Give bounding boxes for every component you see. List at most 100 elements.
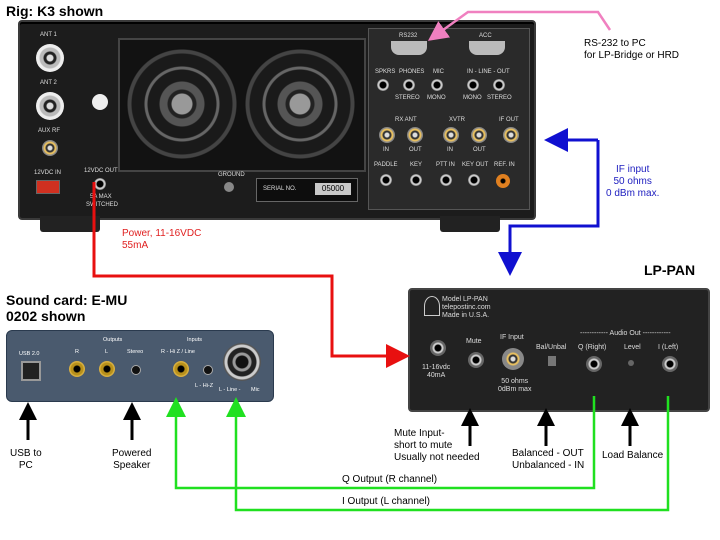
rs232-note-line1: RS-232 to PC bbox=[584, 38, 646, 49]
speaker-note-line2: Speaker bbox=[113, 460, 151, 471]
fan-right bbox=[244, 48, 356, 160]
balanced-note-line1: Balanced - OUT bbox=[512, 448, 584, 459]
line-out-jack bbox=[493, 79, 505, 91]
q-output-line bbox=[166, 396, 596, 490]
power-line bbox=[92, 182, 410, 368]
acc-port bbox=[469, 41, 505, 55]
balanced-note: Balanced - OUT Unbalanced - IN bbox=[512, 448, 584, 472]
emu-outputs-label: Outputs bbox=[103, 337, 123, 343]
lppan-i-jack bbox=[662, 356, 678, 372]
dcout-note1: 5A MAX bbox=[90, 194, 112, 200]
lppan-i-label: I (Left) bbox=[658, 344, 679, 351]
mute-note-line1: Mute Input- bbox=[394, 428, 445, 439]
lppan-dc-voltage: 11-16vdc bbox=[422, 364, 451, 371]
q-output-note: Q Output (R channel) bbox=[342, 474, 438, 485]
key-label: KEY bbox=[410, 162, 423, 168]
if-input-note: IF input 50 ohms 0 dBm max. bbox=[606, 164, 659, 200]
ifout-bnc bbox=[503, 127, 519, 143]
key-jack bbox=[410, 174, 422, 186]
emu-r-in-jack bbox=[173, 361, 189, 377]
lppan-if-ohms: 50 ohms bbox=[501, 378, 529, 385]
usb-note: USB to PC bbox=[10, 448, 42, 472]
if-line-down bbox=[498, 140, 600, 276]
mic-jack bbox=[431, 79, 443, 91]
emu-r-in-label: R - Hi Z / Line bbox=[161, 349, 195, 355]
dcout-note2: SWITCHED bbox=[86, 202, 118, 208]
emu-stereo-jack bbox=[131, 365, 141, 375]
auxrf-connector bbox=[42, 140, 58, 156]
rig-title: Rig: K3 shown bbox=[6, 3, 104, 19]
xvtr-label: XVTR bbox=[449, 117, 466, 123]
rs232-port bbox=[391, 41, 427, 55]
xvtr-in-bnc bbox=[443, 127, 459, 143]
lppan-level-label: Level bbox=[624, 344, 641, 351]
phones-jack bbox=[403, 79, 415, 91]
rxant-label: RX ANT bbox=[395, 117, 417, 123]
xv-in-label: IN bbox=[447, 147, 453, 153]
ant1-connector bbox=[36, 44, 64, 72]
emu-l-line-label: L - Line - bbox=[219, 387, 241, 393]
refin-label: REF. IN bbox=[494, 162, 515, 168]
dcin-connector bbox=[36, 180, 60, 194]
rx-out-label: OUT bbox=[409, 147, 422, 153]
emu-l-label: L bbox=[105, 349, 109, 355]
lppan-if-dbm: 0dBm max bbox=[498, 386, 532, 393]
rs232-label: RS232 bbox=[399, 33, 418, 39]
serial-label: SERIAL NO. bbox=[263, 186, 297, 192]
dcin-label: 12VDC IN bbox=[34, 170, 62, 176]
dcout-label: 12VDC OUT bbox=[84, 168, 118, 174]
ant2-label: ANT 2 bbox=[40, 80, 57, 86]
power-note-line2: 55mA bbox=[122, 240, 149, 251]
soundcard-title: Sound card: E-MU 0202 shown bbox=[6, 292, 127, 324]
load-balance-note: Load Balance bbox=[602, 450, 664, 461]
i-output-note: I Output (L channel) bbox=[342, 496, 431, 507]
lppan-dc-label: 11-16vdc 40mA bbox=[422, 364, 450, 380]
usb-note-line2: PC bbox=[18, 460, 33, 471]
rxant-in-bnc bbox=[379, 127, 395, 143]
lppan-brand-made: Made in U.S.A. bbox=[442, 312, 490, 319]
lppan-balunbal-switch bbox=[548, 356, 556, 366]
if-note-line2: 50 ohms bbox=[613, 176, 652, 187]
stereo-label: STEREO bbox=[395, 95, 420, 101]
emu-l-out-jack bbox=[99, 361, 115, 377]
lppan-if-label: IF Input bbox=[500, 334, 524, 341]
mute-note-line3: Usually not needed bbox=[394, 452, 480, 463]
if-note-line1: IF input bbox=[616, 164, 650, 175]
serial-plate: SERIAL NO. 05000 bbox=[256, 178, 358, 202]
rs232-line bbox=[427, 10, 612, 41]
lppan-level-pot bbox=[628, 360, 634, 366]
lppan-panel: Model LP-PAN telepostinc.com Made in U.S… bbox=[408, 288, 710, 412]
ground-label: GROUND bbox=[218, 172, 245, 178]
emu-small-jack bbox=[203, 365, 213, 375]
power-note: Power, 11-16VDC 55mA bbox=[122, 228, 201, 252]
serial-value: 05000 bbox=[315, 183, 351, 195]
ground-post bbox=[224, 182, 234, 192]
refin-connector bbox=[496, 174, 510, 188]
rxant-out-bnc bbox=[407, 127, 423, 143]
rig-foot-right bbox=[440, 216, 500, 232]
ifout-label: IF OUT bbox=[499, 117, 519, 123]
emu-usb-label: USB 2.0 bbox=[19, 351, 40, 357]
rx-in-label: IN bbox=[383, 147, 389, 153]
emu-xlr-combo bbox=[223, 343, 261, 381]
lppan-if-spec: 50 ohms 0dBm max bbox=[498, 378, 531, 394]
lppan-if-bnc bbox=[502, 348, 524, 370]
lppan-brand-url: telepostinc.com bbox=[442, 304, 491, 311]
lppan-mute-jack bbox=[468, 352, 484, 368]
acc-label: ACC bbox=[479, 33, 492, 39]
rs232-note: RS-232 to PC for LP-Bridge or HRD bbox=[584, 38, 679, 62]
lppan-dc-jack bbox=[430, 340, 446, 356]
usb-note-line1: USB to bbox=[10, 448, 42, 459]
lppan-title: LP-PAN bbox=[644, 262, 696, 278]
lppan-q-jack bbox=[586, 356, 602, 372]
lppan-dc-current: 40mA bbox=[426, 372, 446, 379]
lppan-mute-label: Mute bbox=[466, 338, 482, 345]
soundcard-title-line1: Sound card: E-MU bbox=[6, 292, 128, 308]
paddle-jack bbox=[380, 174, 392, 186]
lppan-q-label: Q (Right) bbox=[578, 344, 607, 351]
xv-out-label: OUT bbox=[473, 147, 486, 153]
emu-l-in-label: L - Hi-Z bbox=[195, 383, 214, 389]
mono-label: MONO bbox=[427, 95, 446, 101]
dcout-jack bbox=[94, 178, 106, 190]
ground-knob bbox=[92, 94, 108, 110]
